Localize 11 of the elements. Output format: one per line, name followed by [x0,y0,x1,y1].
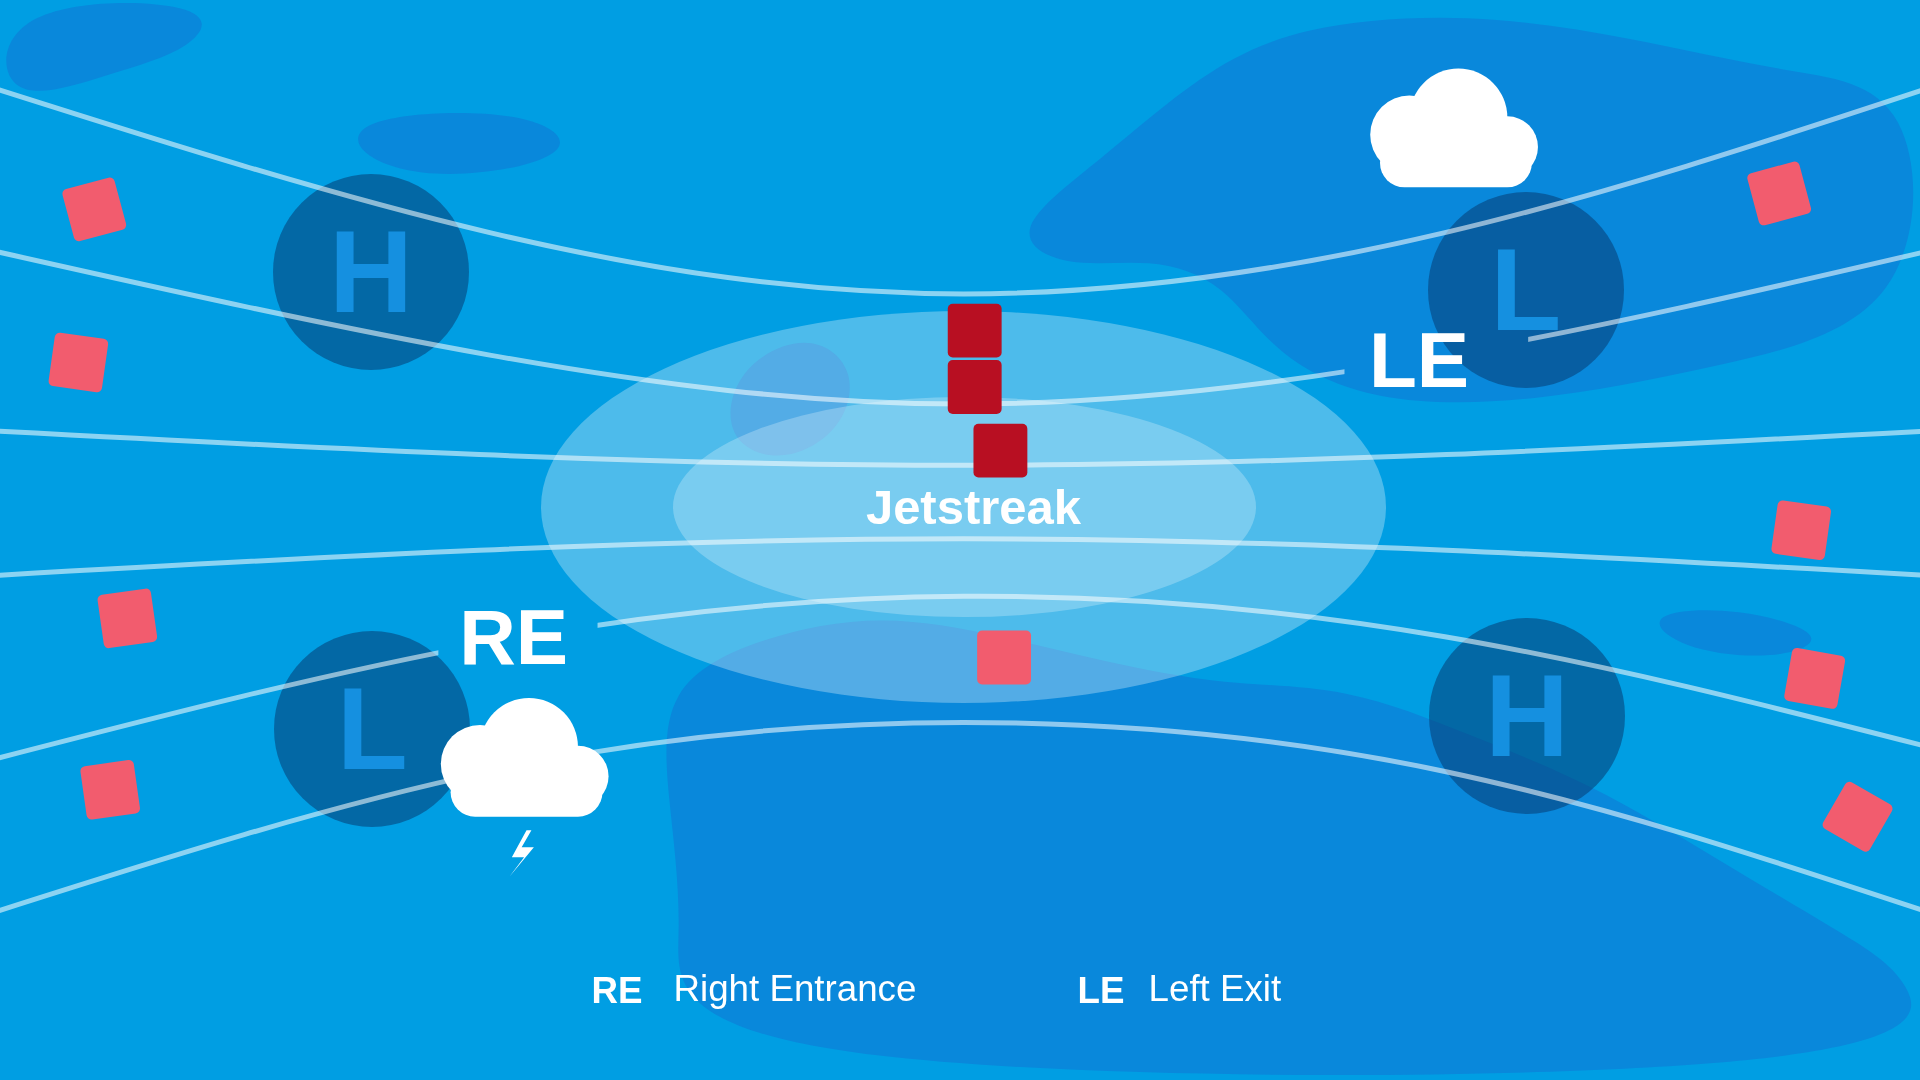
pressure-letter: H [1484,650,1569,784]
abbreviation-label: RE [459,597,569,676]
pressure-letter: L [1490,224,1562,358]
legend-text: Right Entrance [673,971,917,1008]
pressure-letter: L [336,662,408,796]
jet-label: Jetstreak [865,478,1081,535]
legend-text: Left Exit [1148,971,1282,1008]
pressure-letter: H [329,205,413,339]
abbreviation-label: RE [591,973,643,1011]
abbreviation-label: LE [1077,973,1125,1011]
abbreviation-label: LE [1368,320,1470,400]
